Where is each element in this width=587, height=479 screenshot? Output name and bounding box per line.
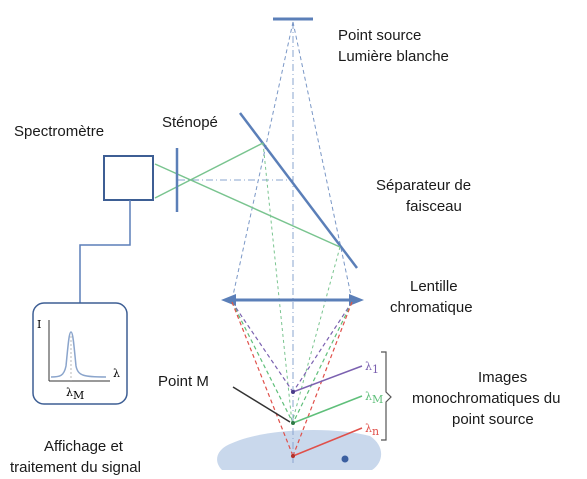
images-label-1: Images [478, 369, 527, 386]
lambdaM-label: λ [365, 390, 372, 403]
focus-cone-green [231, 301, 353, 424]
illumination-cone-right [292, 21, 353, 301]
graph-peak-label: λ [66, 386, 73, 399]
lambdaM-sub: M [372, 393, 383, 406]
beam-splitter [239, 112, 358, 269]
beam-splitter-label-2: faisceau [406, 198, 462, 215]
illumination-cone-left [231, 21, 294, 301]
focus-dot-green [291, 421, 295, 425]
lambda1-label: λ [365, 360, 372, 373]
graph-peak-sub: M [73, 389, 84, 402]
images-label-2: monochromatiques du [412, 390, 560, 407]
pointer-lambdan [292, 427, 363, 457]
focus-cone-violet [231, 301, 353, 393]
pointer-lambda1 [292, 365, 363, 393]
pointer-lambdaM [292, 395, 363, 424]
point-source-label-1: Point source [338, 27, 421, 44]
spectrum-curve [50, 331, 107, 378]
point-source-label-2: Lumière blanche [338, 48, 449, 65]
return-beam-up-inner [262, 142, 293, 424]
lens-arrow-right [349, 294, 364, 306]
beam-splitter-label-1: Séparateur de [376, 177, 471, 194]
display-label-1: Affichage et [44, 438, 124, 455]
return-beam-down-inner [291, 246, 341, 424]
lambdan-label: λ [365, 422, 372, 435]
lens-label-1: Lentille [410, 278, 458, 295]
spectrometer-box[interactable] [103, 155, 154, 201]
spectrometer-label: Spectromètre [14, 123, 104, 140]
signal-cable [79, 200, 131, 303]
display-label-2: traitement du signal [10, 459, 141, 476]
pinhole-label: Sténopé [162, 114, 218, 131]
lambda1-sub: 1 [372, 363, 379, 376]
focus-dot-violet [291, 390, 295, 394]
pointer-point-m [232, 386, 291, 423]
images-brace [381, 351, 392, 441]
graph-x-label: λ [113, 367, 120, 380]
point-m-label: Point M [158, 373, 209, 390]
lambdan-sub: n [372, 425, 379, 438]
return-beam-lower [154, 163, 341, 248]
display-monitor[interactable] [32, 302, 128, 405]
lens-label-2: chromatique [390, 299, 473, 316]
images-label-3: point source [452, 411, 534, 428]
sample-surface [217, 430, 382, 470]
graph-y-label: I [37, 318, 41, 331]
sample-point [341, 455, 349, 463]
focus-dot-red [291, 454, 295, 458]
return-beam-upper [154, 142, 264, 199]
